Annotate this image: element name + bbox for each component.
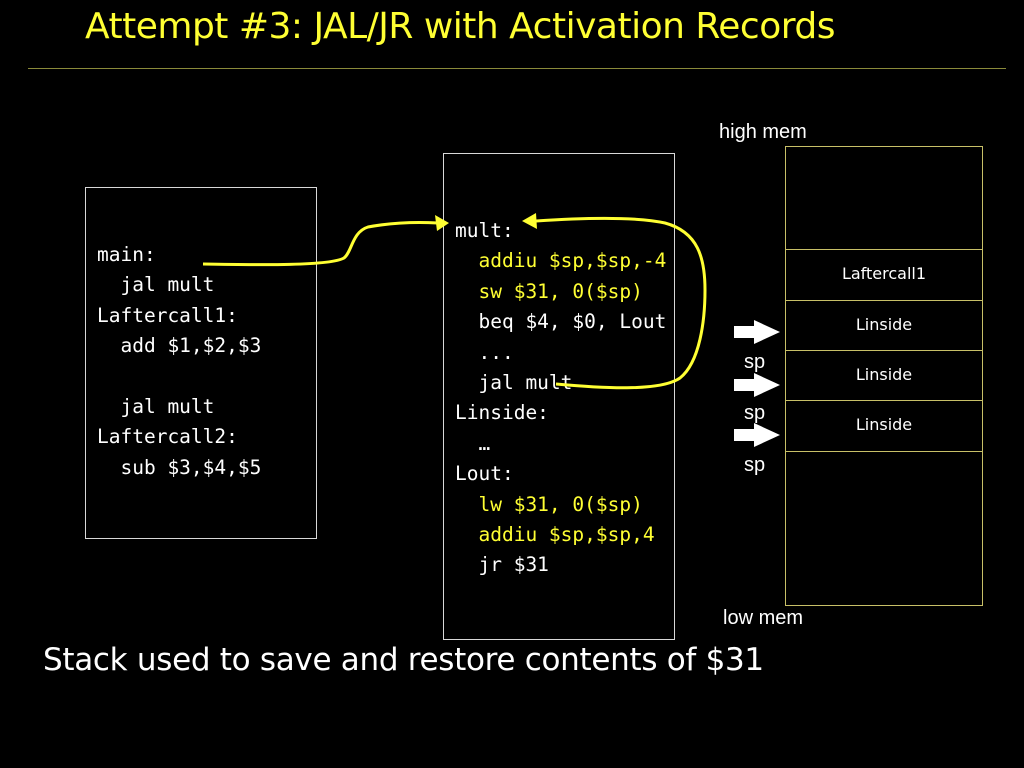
code-line: beq $4, $0, Lout xyxy=(455,310,667,334)
call-arrow-head xyxy=(435,215,449,231)
code-line: lw $31, 0($sp) xyxy=(455,492,643,516)
code-line: main: xyxy=(97,243,156,266)
mult-code-listing: mult: addiu $sp,$sp,-4 sw $31, 0($sp) be… xyxy=(455,216,666,581)
code-line: addiu $sp,$sp,-4 xyxy=(455,249,667,273)
sp-label: sp xyxy=(744,351,766,373)
code-line: Linside: xyxy=(455,401,549,425)
code-line: add $1,$2,$3 xyxy=(97,334,262,358)
title-divider xyxy=(28,68,1006,69)
stack-cell: Linside xyxy=(786,350,982,401)
sp-arrow xyxy=(734,320,780,344)
call-arrow xyxy=(202,220,439,267)
code-line: sub $3,$4,$5 xyxy=(97,455,262,479)
code-line: ... xyxy=(455,340,514,364)
stack-cell: Linside xyxy=(786,300,982,351)
stack-memory: Laftercall1 Linside Linside Linside xyxy=(785,146,983,606)
sp-arrow xyxy=(734,373,780,397)
sp-label: sp xyxy=(744,454,766,476)
slide-footer: Stack used to save and restore contents … xyxy=(43,642,764,678)
sp-arrow xyxy=(734,423,780,447)
code-line: jal mult xyxy=(455,370,573,394)
stack-cell: Linside xyxy=(786,400,982,452)
recursive-call-arrow-head xyxy=(522,213,537,229)
code-line: jal mult xyxy=(97,394,215,418)
slide-title: Attempt #3: JAL/JR with Activation Recor… xyxy=(85,6,836,47)
stack-cell: Laftercall1 xyxy=(786,249,982,300)
code-line: Lout: xyxy=(455,462,514,486)
mult-code-box: mult: addiu $sp,$sp,-4 sw $31, 0($sp) be… xyxy=(443,153,675,640)
code-line: jal mult xyxy=(97,273,215,297)
recursive-call-arrow xyxy=(535,216,707,390)
code-line: mult: xyxy=(455,219,514,242)
code-line: Laftercall1: xyxy=(97,303,238,327)
low-mem-label: low mem xyxy=(723,607,804,629)
code-line: jr $31 xyxy=(455,553,549,577)
sp-label: sp xyxy=(744,402,766,424)
code-line: Laftercall2: xyxy=(97,425,238,449)
high-mem-label: high mem xyxy=(719,121,807,143)
code-line: … xyxy=(455,431,491,455)
code-line: addiu $sp,$sp,4 xyxy=(455,522,655,546)
code-line: sw $31, 0($sp) xyxy=(455,279,643,303)
